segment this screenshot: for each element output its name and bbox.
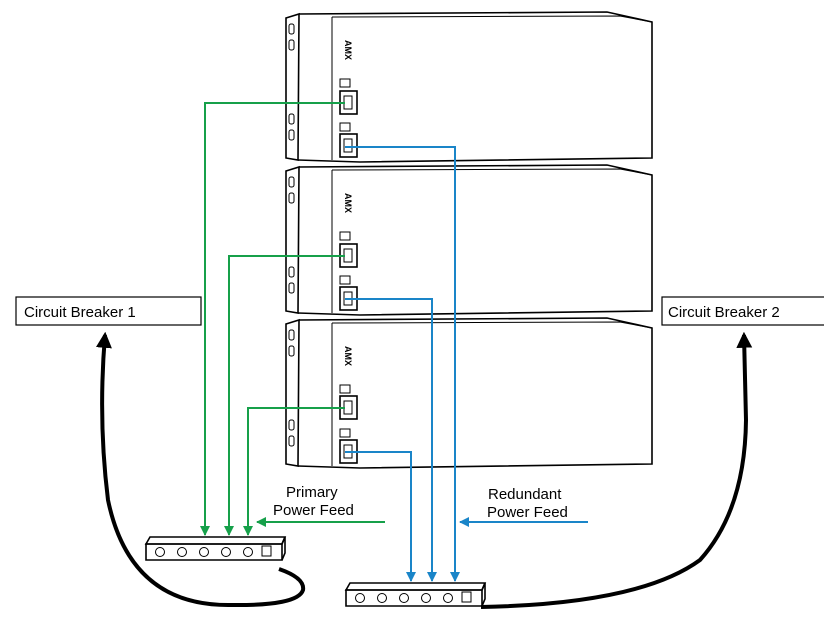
primary-feed-top [200,102,345,536]
power-inlet-redundant-top [339,133,358,158]
power-strip-redundant [344,582,487,607]
primary-feed-middle [224,255,345,536]
redundant-feed-bottom [345,451,416,582]
redundant-feed-top [345,146,460,582]
amx-logo-top: AMX [343,40,353,60]
power-strip-primary [144,536,287,561]
chassis-top: AMX [285,11,653,163]
amx-logo-middle: AMX [343,193,353,213]
redundant-feed-middle [345,298,437,582]
chassis-bottom: AMX [285,317,653,469]
circuit-breaker-1-label: Circuit Breaker 1 [24,304,136,321]
chassis-middle: AMX [285,164,653,316]
primary-label-line2: Power Feed [273,502,354,519]
cable-to-breaker-1 [95,331,306,608]
cable-to-breaker-2 [480,331,753,609]
circuit-breaker-2-label: Circuit Breaker 2 [668,304,780,321]
redundant-label-line1: Redundant [488,486,562,503]
amx-logo-bottom: AMX [343,346,353,366]
primary-label-line1: Primary [286,484,338,501]
primary-feed-bottom [243,407,345,536]
circuit-breaker-1-box [15,296,202,326]
circuit-breaker-2-box [661,296,824,326]
redundant-label-line2: Power Feed [487,504,568,521]
